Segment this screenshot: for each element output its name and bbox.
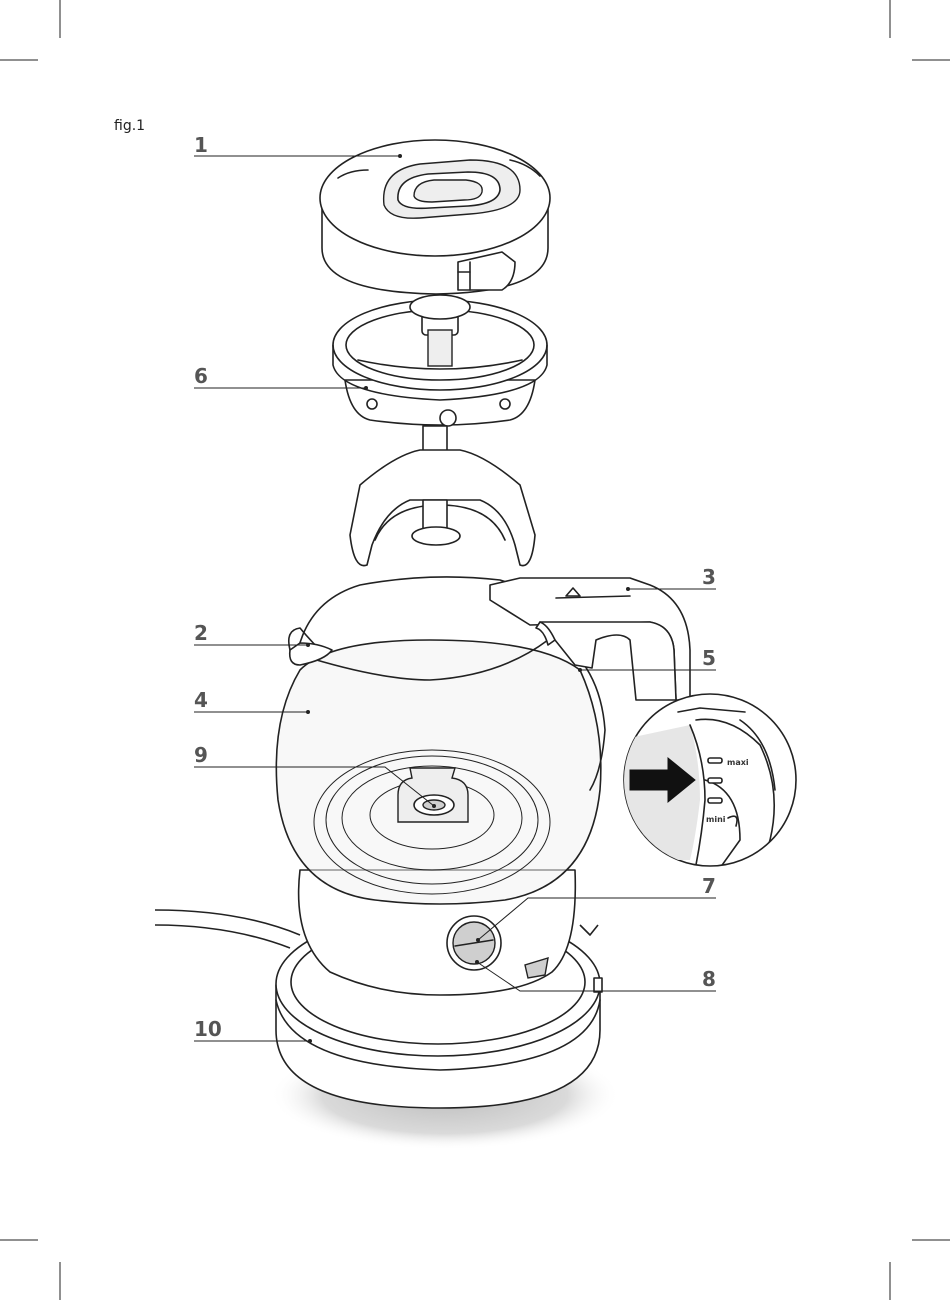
callout-10: 10 (194, 1017, 222, 1041)
max-level-label: maxi (727, 758, 749, 767)
min-level-label: mini (706, 815, 726, 824)
callout-1: 1 (194, 133, 208, 157)
callout-7: 7 (702, 874, 716, 898)
callout-2: 2 (194, 621, 208, 645)
control-buttons (447, 916, 501, 970)
lid (320, 140, 550, 294)
callout-8: 8 (702, 967, 716, 991)
callout-9: 9 (194, 743, 208, 767)
water-level-inset: maxi mini (620, 694, 796, 870)
callout-4: 4 (194, 688, 208, 712)
infuser (333, 295, 547, 566)
figure-label: fig.1 (114, 118, 145, 134)
callout-6: 6 (194, 364, 208, 388)
callout-3: 3 (702, 565, 716, 589)
callout-5: 5 (702, 646, 716, 670)
